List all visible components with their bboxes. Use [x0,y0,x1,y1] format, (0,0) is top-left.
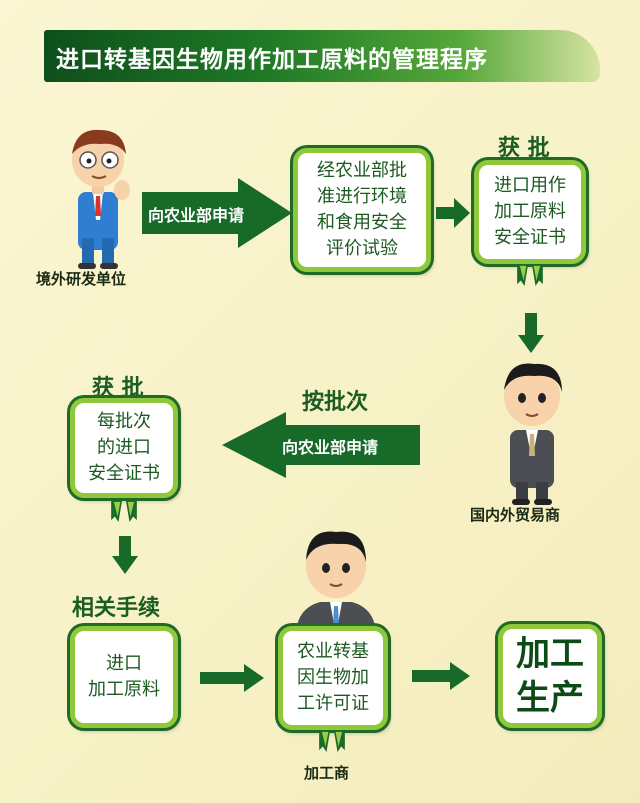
arrow-to-certificate [436,198,470,228]
processor-figure [286,520,386,632]
batch-certificate-box: 每批次 的进口 安全证书 [70,398,178,498]
certificate-box: 进口用作 加工原料 安全证书 [474,160,586,264]
ribbon-icon [318,730,346,752]
page-title: 进口转基因生物用作加工原料的管理程序 [56,40,488,74]
overseas-developer-label: 境外研发单位 [36,268,126,289]
arrow-to-procedures [112,536,138,574]
import-materials-box: 进口 加工原料 [70,626,178,728]
trader-figure [484,356,580,506]
processing-license-box: 农业转基 因生物加 工许可证 [278,626,388,730]
arrow-to-production [412,662,470,690]
overseas-developer-figure [48,120,148,270]
arrow-to-trader [518,313,544,353]
apply-ministry-label-2: 向农业部申请 [282,434,378,458]
ribbon-icon [110,500,138,522]
arrow-to-license [200,664,264,692]
procedures-label: 相关手续 [72,590,160,622]
trader-label: 国内外贸易商 [470,504,560,525]
production-box: 加工 生产 [498,624,602,728]
processor-label: 加工商 [304,762,349,783]
approved-label-1: 获 批 [498,130,550,162]
evaluation-box: 经农业部批 准进行环境 和食用安全 评价试验 [293,148,431,272]
ribbon-icon [516,264,544,286]
apply-ministry-label-1: 向农业部申请 [148,202,244,226]
